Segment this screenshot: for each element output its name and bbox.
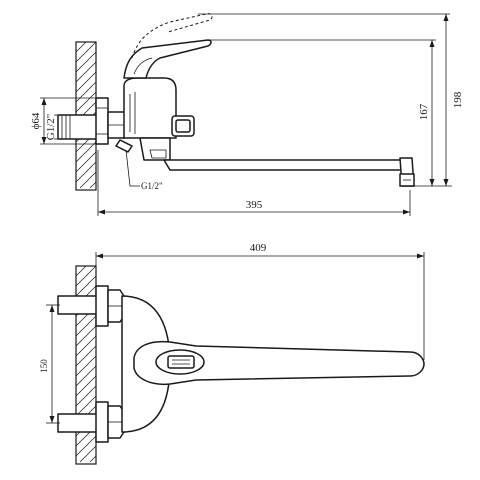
top-inlet-upper xyxy=(57,285,125,327)
side-inlet-connection xyxy=(57,97,129,145)
dim-length-spout: 395 xyxy=(246,199,263,211)
dim-inlet-spacing: 150 xyxy=(39,359,49,373)
side-view: 198 167 395 ϕ64 G1/2" G1/2" xyxy=(30,13,464,216)
dim-thread-outlet: G1/2" xyxy=(141,181,163,191)
dim-height-spout: 167 xyxy=(418,103,430,120)
top-view: 409 150 xyxy=(39,242,425,465)
top-lever-handle xyxy=(133,340,425,386)
side-faucet-body xyxy=(115,77,195,161)
side-dimensions xyxy=(40,13,452,216)
side-spout xyxy=(163,157,415,187)
top-dimensions xyxy=(46,252,425,424)
dim-thread-inlet: G1/2" xyxy=(45,114,57,141)
dim-flange-diameter: ϕ64 xyxy=(30,112,42,129)
side-lever-handle xyxy=(123,13,213,79)
dim-height-total: 198 xyxy=(452,91,464,108)
dim-total-length: 409 xyxy=(250,242,267,254)
